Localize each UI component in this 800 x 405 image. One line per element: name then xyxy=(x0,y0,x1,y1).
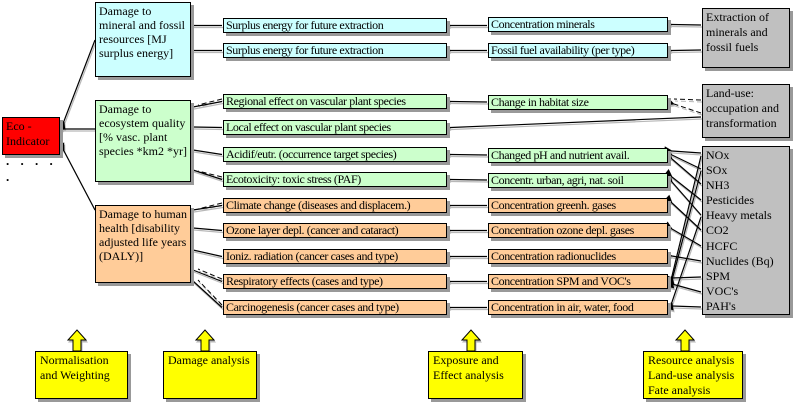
phase-box-resource-landuse-fate-analysis: Resource analysis Land-use analysis Fate… xyxy=(643,351,743,399)
eco-continuation-dots: . . . . . xyxy=(6,153,57,184)
flow-up-arrows xyxy=(66,329,696,352)
substance-co2: CO2 xyxy=(706,223,729,238)
phase-label-line: Effect analysis xyxy=(433,368,504,382)
source-box-landuse: Land-use: occupation and transformation xyxy=(702,84,790,138)
midbox-ionizing-radiation: Ioniz. radiation (cancer cases and type) xyxy=(223,249,447,264)
damage-to-eco-arrows xyxy=(56,39,96,211)
midbox-ecotoxicity: Ecotoxicity: toxic stress (PAF) xyxy=(223,172,447,187)
phase-label-line: Exposure and xyxy=(433,353,499,367)
phase-label-line: Resource analysis xyxy=(648,353,735,367)
rightbox-changed-ph-nutrient: Changed pH and nutrient avail. xyxy=(488,148,668,163)
damage-box-ecosystem-quality: Damage to ecosystem quality [% vasc. pla… xyxy=(95,100,191,182)
phase-box-exposure-effect-analysis: Exposure and Effect analysis xyxy=(428,351,523,399)
phase-label-line: Damage analysis xyxy=(168,353,250,367)
midbox-surplus-energy-minerals: Surplus energy for future extraction xyxy=(223,18,447,33)
phase-box-damage-analysis: Damage analysis xyxy=(163,351,257,399)
up-arrow-icon xyxy=(194,329,216,352)
rightbox-concentration-radionuclides: Concentration radionuclides xyxy=(488,249,668,264)
eco-indicator-label-line2: Indicator xyxy=(6,134,50,148)
rightbox-fossil-fuel-availability: Fossil fuel availability (per type) xyxy=(488,43,668,58)
damage-box-human-health: Damage to human health [disability adjus… xyxy=(95,205,191,283)
midbox-acidification-eutrophication: Acidif/eutr. (occurrence target species) xyxy=(223,147,447,162)
rightbox-concentration-soil: Concentr. urban, agri, nat. soil xyxy=(488,173,668,188)
rightbox-concentration-minerals: Concentration minerals xyxy=(488,17,668,32)
gray-to-right-arrows xyxy=(663,20,702,311)
substance-sox: SOx xyxy=(706,163,728,178)
midbox-surplus-energy-fossil: Surplus energy for future extraction xyxy=(223,43,447,58)
damage-box-mineral-resources: Damage to mineral and fossil resources [… xyxy=(95,2,191,77)
phase-label-line: Fate analysis xyxy=(648,383,711,397)
rightbox-concentration-air-water-food: Concentration in air, water, food xyxy=(488,300,668,315)
substance-pah: PAH's xyxy=(706,298,736,313)
up-arrow-icon xyxy=(66,329,88,352)
rightbox-concentration-greenhouse-gases: Concentration greenh. gases xyxy=(488,198,668,213)
midbox-climate-change: Climate change (diseases and displacem.) xyxy=(223,198,447,213)
middle-to-damage-arrows xyxy=(184,21,223,308)
substance-nox: NOx xyxy=(706,148,730,162)
rightbox-concentration-spm-voc: Concentration SPM and VOC's xyxy=(488,274,668,289)
up-arrow-icon xyxy=(460,329,482,352)
midbox-respiratory-effects: Respiratory effects (cases and type) xyxy=(223,274,447,289)
up-arrow-icon xyxy=(674,329,696,352)
midbox-local-effect: Local effect on vascular plant species xyxy=(223,120,447,135)
phase-label-line: Normalisation xyxy=(40,353,109,367)
midbox-regional-effect: Regional effect on vascular plant specie… xyxy=(223,94,447,109)
rightbox-change-habitat-size: Change in habitat size xyxy=(488,95,668,110)
phase-label-line: and Weighting xyxy=(40,368,110,382)
right-to-middle-arrows xyxy=(443,21,702,312)
substance-heavy-metals: Heavy metals xyxy=(706,208,772,223)
substance-voc: VOC's xyxy=(706,283,739,298)
midbox-carcinogenesis: Carcinogenesis (cancer cases and type) xyxy=(223,300,447,315)
phase-label-line: Land-use analysis xyxy=(648,368,735,382)
substance-nh3: NH3 xyxy=(706,178,730,193)
substance-hcfc: HCFC xyxy=(706,238,738,253)
source-box-substances: NOx SOx NH3 Pesticides Heavy metals CO2 … xyxy=(702,146,790,315)
phase-box-normalisation-weighting: Normalisation and Weighting xyxy=(35,351,128,399)
substance-nuclides: Nuclides (Bq) xyxy=(706,253,774,268)
eco-indicator-label-line1: Eco - xyxy=(6,119,32,133)
rightbox-concentration-ozone-depleting-gases: Concentration ozone depl. gases xyxy=(488,223,668,238)
eco-indicator-box: Eco - Indicator xyxy=(2,117,60,155)
midbox-ozone-layer-depletion: Ozone layer depl. (cancer and cataract) xyxy=(223,223,447,238)
substance-pesticides: Pesticides xyxy=(706,193,754,208)
source-box-extraction: Extraction of minerals and fossil fuels xyxy=(702,8,790,68)
substance-spm: SPM xyxy=(706,268,731,283)
